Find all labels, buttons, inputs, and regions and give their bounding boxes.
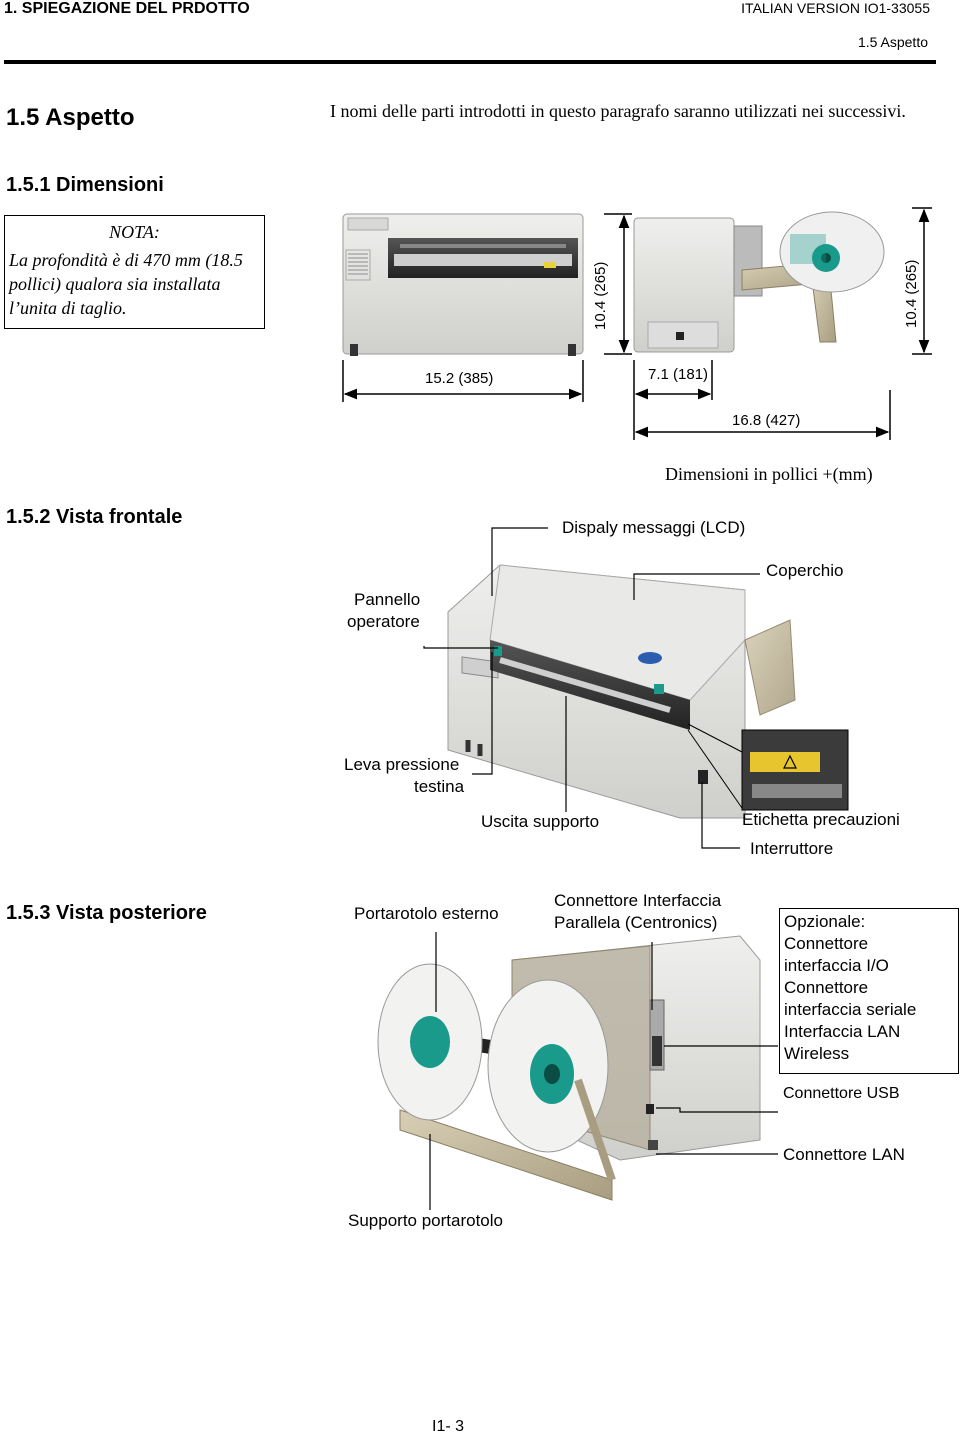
dimensions-caption: Dimensioni in pollici +(mm) [665, 464, 873, 484]
holder-support-label: Supporto portarotolo [348, 1211, 503, 1230]
note-box: NOTA: La profondità è di 470 mm (18.5 po… [4, 215, 265, 329]
version-header: ITALIAN VERSION IO1-33055 [741, 0, 930, 16]
parallel-connector-label-2: Parallela (Centronics) [554, 913, 718, 932]
rear-view-title: 1.5.3 Vista posteriore [6, 902, 207, 924]
printer-front-image [342, 213, 584, 356]
operator-panel-label-1: Pannello [354, 590, 421, 609]
front-width-label: 15.2 (385) [425, 370, 494, 387]
total-depth-label: 16.8 (427) [732, 412, 801, 429]
intro-text: I nomi delle parti introdotti in questo … [330, 101, 906, 121]
dimensions-title: 1.5.1 Dimensioni [6, 174, 164, 196]
optional-callout-box: Opzionale: Connettore interfaccia I/O Co… [779, 908, 959, 1074]
side-height-label: 10.4 (265) [903, 259, 920, 328]
printer-rear-view-image [377, 935, 761, 1201]
page-number: I1- 3 [432, 1418, 465, 1435]
head-lever-label-2: testina [414, 777, 465, 796]
media-exit-label: Uscita supporto [481, 812, 600, 831]
head-lever-label-1: Leva pressione [344, 755, 460, 774]
usb-connector-label: Connettore USB [783, 1085, 900, 1102]
caution-label-image [687, 723, 849, 811]
optional-connectors-text: Opzionale: Connettore interfaccia I/O Co… [784, 912, 917, 1063]
note-title: NOTA: [109, 222, 160, 242]
printer-front-view-image [447, 564, 796, 819]
parallel-connector-label-1: Connettore Interfaccia [554, 891, 722, 910]
front-view-title: 1.5.2 Vista frontale [6, 506, 183, 528]
header-rule [4, 60, 936, 64]
section-header: 1.5 Aspetto [857, 34, 928, 50]
note-text: La profondità è di 470 mm (18.5 pollici)… [9, 250, 243, 318]
lcd-label: Dispaly messaggi (LCD) [562, 518, 746, 537]
external-holder-label: Portarotolo esterno [354, 904, 499, 923]
body-depth-label: 7.1 (181) [648, 366, 709, 383]
section-title: 1.5 Aspetto [6, 104, 135, 131]
caution-label-text: Etichetta precauzioni [742, 810, 900, 829]
lan-connector-label: Connettore LAN [783, 1145, 905, 1164]
front-height-label: 10.4 (265) [592, 261, 609, 330]
operator-panel-label-2: operatore [347, 612, 420, 631]
chapter-header: 1. SPIEGAZIONE DEL PRDOTTO [4, 0, 250, 17]
cover-label: Coperchio [766, 561, 844, 580]
printer-side-image [633, 211, 885, 353]
power-switch-label: Interruttore [750, 839, 834, 858]
